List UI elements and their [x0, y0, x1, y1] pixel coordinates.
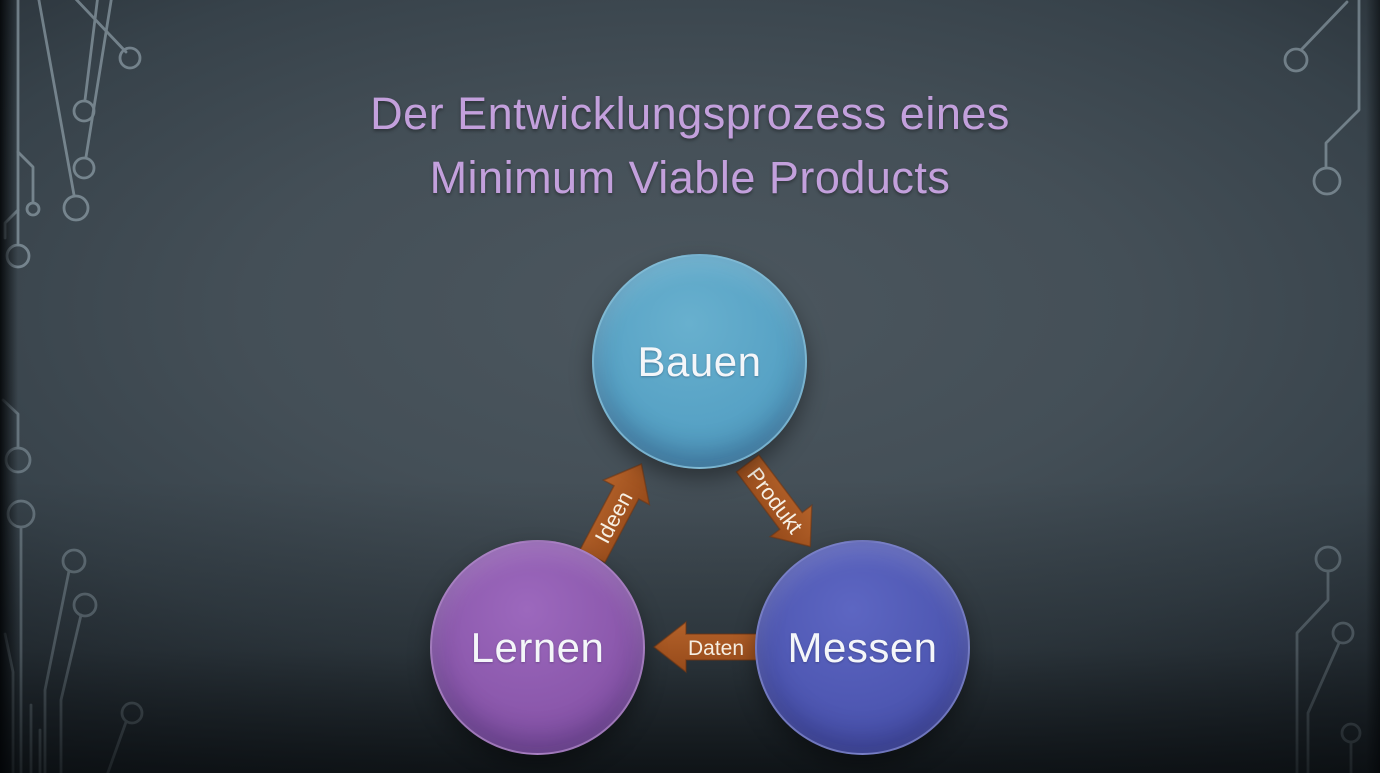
- node-bauen-label: Bauen: [637, 337, 762, 385]
- node-lernen: Lernen: [430, 540, 645, 755]
- left-edge-shadow: [0, 0, 18, 773]
- arrow-produkt: Produkt: [735, 453, 813, 548]
- arrow-daten: Daten: [652, 620, 759, 674]
- node-messen: Messen: [755, 540, 970, 755]
- title-line-2: Minimum Viable Products: [429, 151, 951, 203]
- title-line-1: Der Entwicklungsprozess eines: [370, 88, 1010, 139]
- arrow-daten-label: Daten: [688, 637, 744, 660]
- node-messen-label: Messen: [787, 623, 938, 671]
- node-bauen: Bauen: [592, 254, 807, 469]
- slide-title: Der Entwicklungsprozess eines Minimum Vi…: [0, 82, 1380, 210]
- arrow-produkt-shape: [735, 453, 813, 548]
- arrow-produkt-label: Produkt: [742, 463, 808, 539]
- arrow-ideen: Ideen: [579, 463, 651, 564]
- arrow-ideen-shape: [579, 463, 651, 564]
- arrow-daten-shape: [652, 620, 759, 674]
- right-edge-shadow: [1366, 0, 1380, 773]
- node-lernen-label: Lernen: [470, 623, 605, 671]
